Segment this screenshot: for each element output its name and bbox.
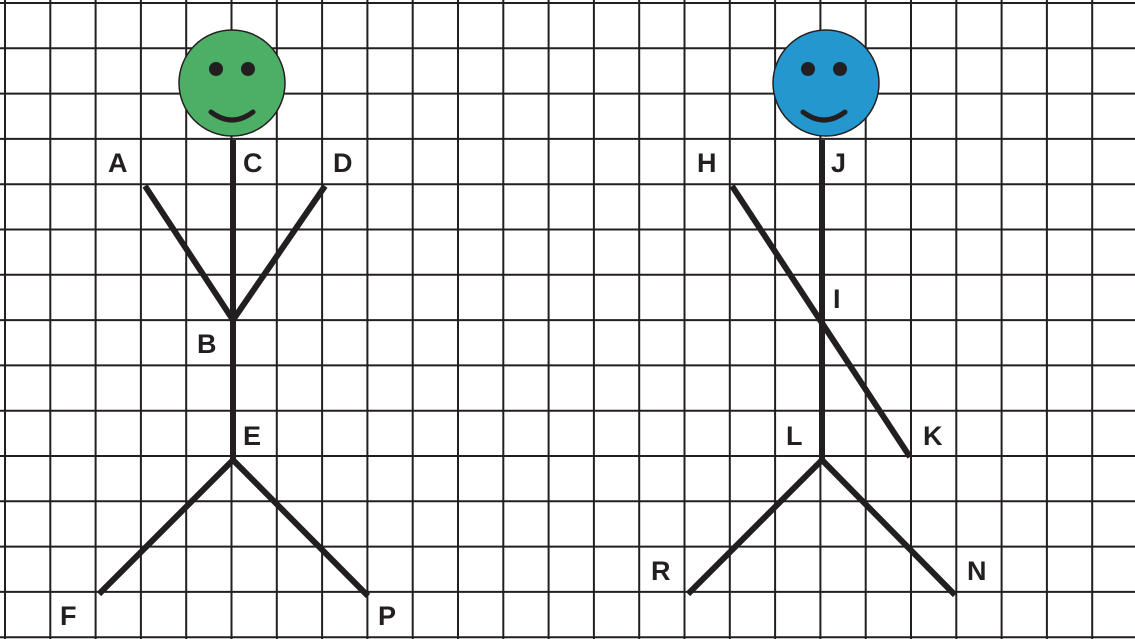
label-J: J: [831, 148, 846, 178]
green-body: [96, 140, 371, 599]
segment-HK: [729, 184, 913, 459]
green-stick-figure: A B C D E F P: [60, 29, 396, 631]
blue-right-eye: [833, 62, 847, 76]
blue-left-eye: [801, 62, 815, 76]
segment-AB: [142, 184, 236, 322]
label-N: N: [967, 556, 987, 586]
label-C: C: [243, 148, 263, 178]
label-L: L: [786, 421, 803, 451]
segment-LN: [819, 457, 958, 598]
blue-stick-figure: H I J K L R N: [651, 29, 987, 598]
label-E: E: [243, 421, 261, 451]
green-smiley-face-icon: [208, 62, 256, 123]
segment-LR: [685, 457, 825, 597]
label-I: I: [833, 284, 841, 314]
segment-EF: [96, 457, 236, 597]
blue-smiley-face-icon: [800, 62, 848, 123]
green-right-eye: [241, 62, 255, 76]
green-left-eye: [209, 62, 223, 76]
label-F: F: [60, 601, 77, 631]
green-head: [178, 29, 286, 137]
label-H: H: [697, 148, 717, 178]
blue-mouth: [800, 109, 848, 123]
label-R: R: [651, 556, 671, 586]
label-P: P: [378, 601, 396, 631]
label-D: D: [333, 148, 353, 178]
segment-EP: [230, 457, 371, 599]
blue-body: [685, 140, 958, 598]
green-mouth: [208, 109, 256, 123]
label-B: B: [197, 329, 217, 359]
label-A: A: [108, 148, 128, 178]
blue-head: [772, 29, 880, 137]
label-K: K: [923, 421, 943, 451]
segment-DB: [230, 184, 328, 322]
